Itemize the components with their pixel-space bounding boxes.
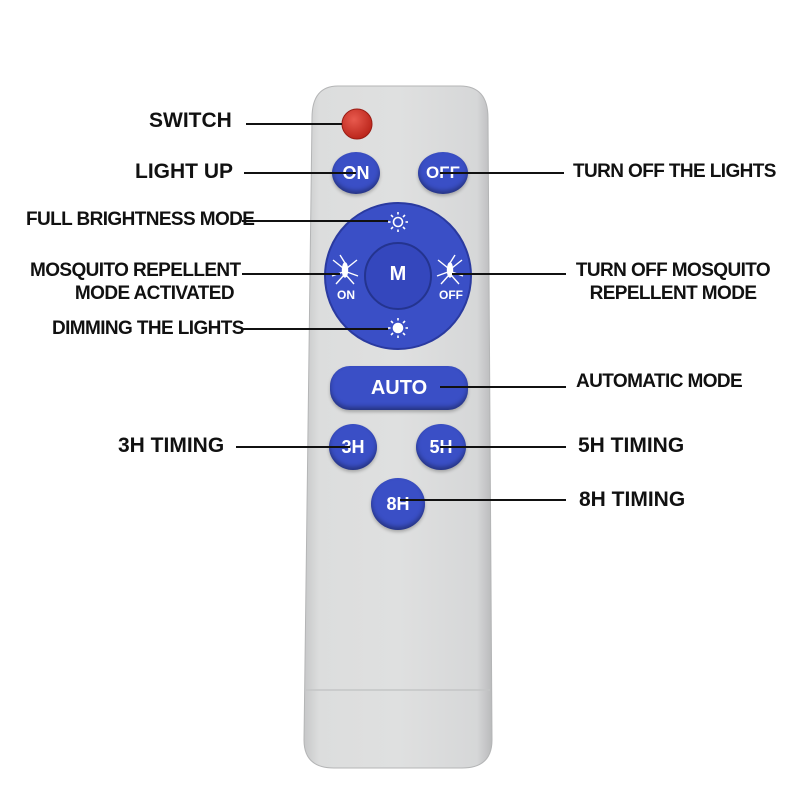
leader-dimming [242,328,388,330]
label-mosquito-off-line1: TURN OFF MOSQUITO [575,260,771,281]
leader-automatic [440,386,566,388]
leader-light-up [244,172,356,174]
label-mosquito-on: MOSQUITO REPELLENT MODE ACTIVATED [30,259,241,305]
3h-button[interactable]: 3H [329,424,377,470]
label-automatic: AUTOMATIC MODE [576,371,743,392]
label-full-brightness: FULL BRIGHTNESS MODE [26,209,255,230]
label-8h: 8H TIMING [579,488,686,511]
mosquito-on-button-label[interactable]: ON [337,288,355,302]
label-switch: SWITCH [149,109,232,132]
mosquito-off-button-label[interactable]: OFF [439,288,463,302]
leader-3h [236,446,350,448]
label-mosquito-on-line1: MOSQUITO REPELLENT [30,260,241,281]
label-dimming: DIMMING THE LIGHTS [52,318,244,339]
label-3h: 3H TIMING [118,434,225,457]
m-button[interactable]: M [389,263,407,285]
label-mosquito-on-line2: MODE ACTIVATED [74,283,235,304]
leader-8h [400,499,566,501]
brightness-down-icon [388,318,408,338]
leader-mosquito-off [452,273,566,275]
leader-5h [440,446,566,448]
leader-mosquito-on [242,273,340,275]
label-mosquito-off: TURN OFF MOSQUITO REPELLENT MODE [573,259,773,305]
label-turn-off-lights: TURN OFF THE LIGHTS [573,161,776,182]
auto-button[interactable]: AUTO [330,366,468,410]
power-button[interactable] [342,109,372,139]
label-5h: 5H TIMING [578,434,685,457]
label-mosquito-off-line2: REPELLENT MODE [589,283,757,304]
leader-turn-off-lights [440,172,564,174]
leader-full-brightness [242,220,388,222]
label-light-up: LIGHT UP [135,160,233,183]
8h-button[interactable]: 8H [371,478,425,530]
leader-switch [246,123,342,125]
brightness-up-icon [388,212,408,232]
